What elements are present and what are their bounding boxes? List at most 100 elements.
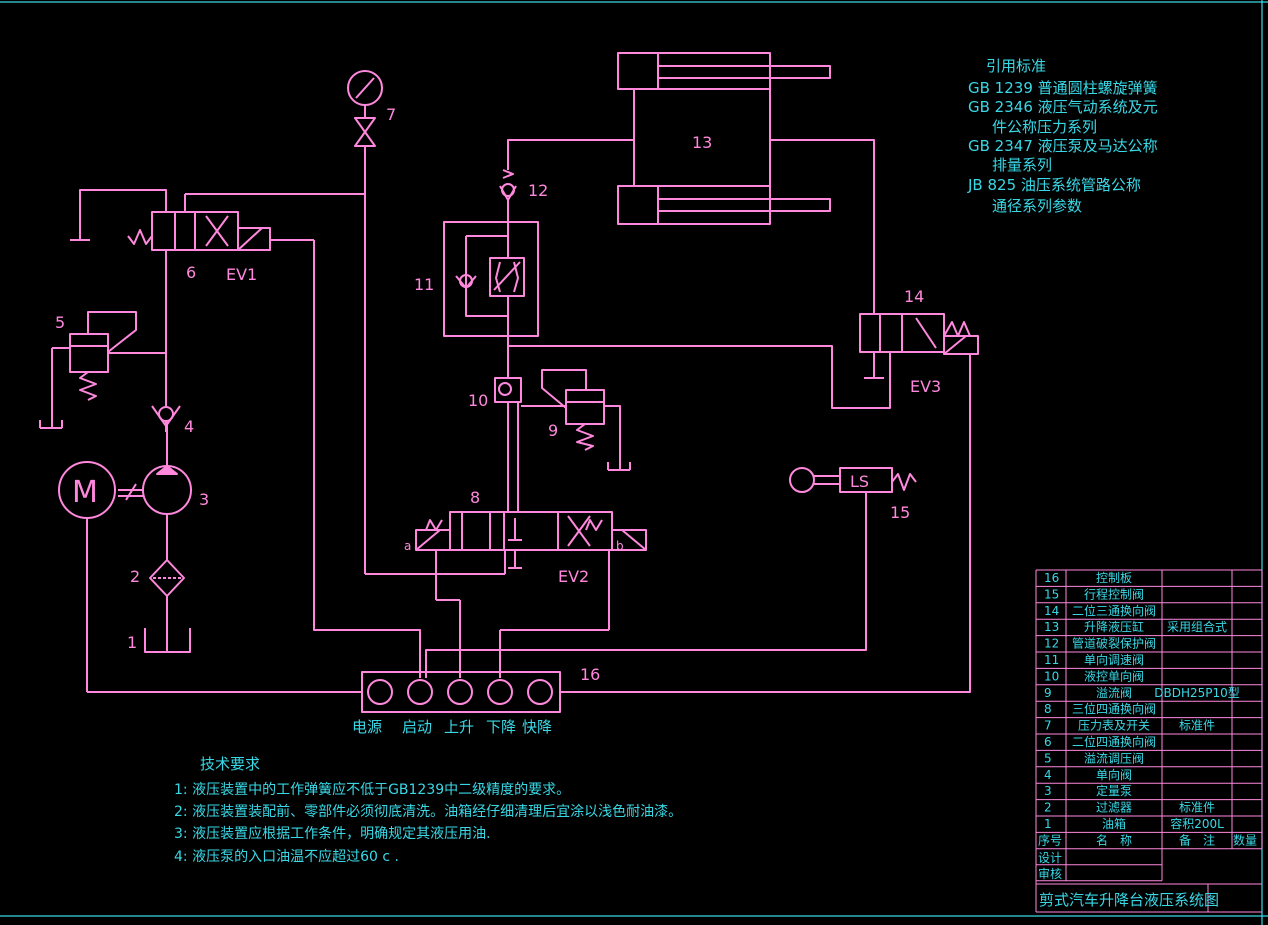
label-15: 15 [890,503,910,522]
label-motor: M [72,475,98,510]
control-panel-16 [361,671,561,713]
label-ev1: EV1 [226,265,257,284]
button-label-up: 上升 [444,718,474,736]
parts-row-name: 压力表及开关 [1078,719,1150,733]
standards-line: 排量系列 [992,156,1052,174]
label-13: 13 [692,133,712,152]
lift-cylinders-13 [617,52,875,314]
label-ev2: EV2 [558,567,589,586]
pump [118,420,192,515]
parts-row-note: 容积200L [1170,816,1224,831]
check-valve-4 [151,250,181,432]
sign-design: 设计 [1038,851,1062,865]
parts-row-name: 管道破裂保护阀 [1072,636,1156,651]
label-2: 2 [130,567,140,586]
parts-row-name: 溢流调压阀 [1084,751,1144,765]
drawing-title: 剪式汽车升降台液压系统图 [1039,891,1219,909]
label-12: 12 [528,181,548,200]
parts-row-no: 10 [1044,669,1059,683]
parts-row-note: 标准件 [1179,801,1215,815]
parts-row-note: 标准件 [1179,719,1215,733]
parts-row-no: 9 [1044,686,1052,700]
limit-switch-15 [425,467,917,678]
tech-title: 技术要求 [200,755,260,773]
parts-row-no: 13 [1044,620,1059,634]
label-7: 7 [386,105,396,124]
label-16: 16 [580,665,600,684]
label-14: 14 [904,287,924,306]
tech-line: 3: 液压装置应根据工作条件，明确规定其液压用油. [174,825,491,842]
label-11: 11 [414,275,434,294]
parts-row-name: 二位四通换向阀 [1072,734,1156,749]
valve-14-ev3 [508,313,979,693]
button-label-down: 下降 [486,718,516,736]
label-10: 10 [468,391,488,410]
circuit [39,52,979,713]
pipe-rupture-valve-12 [499,139,634,222]
tech-line: 1: 液压装置中的工作弹簧应不低于GB1239中二级精度的要求。 [174,781,570,798]
parts-header-no: 序号 [1038,832,1062,847]
parts-row-no: 8 [1044,702,1052,716]
parts-row-name: 定量泵 [1096,783,1132,798]
panel-button-labels: 电源 启动 上升 下降 快降 [352,718,552,736]
parts-row-no: 6 [1044,735,1052,749]
tech-requirements: 技术要求 1: 液压装置中的工作弹簧应不低于GB1239中二级精度的要求。 2:… [174,755,682,865]
label-port-a: a [404,539,411,553]
parts-header-qty: 数量 [1233,832,1257,847]
pilot-check-valve-10 [494,336,522,512]
parts-header-note: 备 注 [1179,832,1215,847]
motor [58,461,362,693]
valve-6-ev1 [70,189,421,678]
tech-line: 4: 液压泵的入口油温不应超过60 c . [174,848,399,865]
parts-row-name: 二位三通换向阀 [1072,603,1156,618]
parts-row-no: 14 [1044,604,1059,618]
standards-line: GB 1239 普通圆柱螺旋弹簧 [968,79,1158,97]
parts-row-name: 溢流阀 [1096,686,1132,700]
label-8: 8 [470,488,480,507]
parts-row-name: 控制板 [1096,571,1132,585]
label-1: 1 [127,633,137,652]
parts-row-name: 升降液压缸 [1084,619,1144,634]
parts-row-no: 4 [1044,768,1052,782]
parts-row-name: 三位四通换向阀 [1072,701,1156,716]
parts-row-name: 液控单向阀 [1084,668,1144,683]
parts-row-no: 12 [1044,637,1059,651]
standards-line: GB 2347 液压泵及马达公称 [968,137,1158,155]
standards-block: 引用标准 GB 1239 普通圆柱螺旋弹簧 GB 2346 液压气动系统及元 件… [967,57,1158,215]
parts-header-name: 名 称 [1096,832,1132,847]
label-ev3: EV3 [910,377,941,396]
flow-control-valve-11 [443,221,539,337]
parts-row-name: 行程控制阀 [1084,586,1144,601]
parts-row-name: 单向调速阀 [1084,652,1144,667]
tech-line: 2: 液压装置装配前、零部件必须彻底清洗。油箱经仔细清理后宜涂以浅色耐油漆。 [174,803,682,820]
parts-row-no: 7 [1044,719,1052,733]
label-4: 4 [184,417,194,436]
parts-row-no: 2 [1044,801,1052,815]
standards-line: 通径系列参数 [992,197,1082,215]
parts-row-name: 油箱 [1102,816,1126,831]
relief-valve-9 [521,369,631,471]
component-labels: 1 2 3 4 5 6 7 8 9 10 11 12 13 14 15 16 E… [55,105,941,684]
parts-row-no: 15 [1044,587,1059,601]
label-3: 3 [199,490,209,509]
label-port-b: b [616,539,624,553]
valve-8-ev2 [415,511,647,678]
relief-valve-5 [39,311,166,429]
button-label-power: 电源 [352,718,382,736]
button-label-quick-down: 快降 [522,718,552,736]
parts-row-no: 1 [1044,817,1052,831]
label-ls: LS [850,472,869,491]
standards-title: 引用标准 [986,57,1046,75]
label-6: 6 [186,263,196,282]
parts-row-no: 5 [1044,751,1052,765]
label-9: 9 [548,421,558,440]
label-5: 5 [55,313,65,332]
parts-row-name: 单向阀 [1096,767,1132,782]
standards-line: JB 825 油压系统管路公称 [967,176,1141,194]
parts-row-no: 16 [1044,571,1059,585]
button-label-start: 启动 [402,718,432,736]
standards-line: 件公称压力系列 [992,118,1097,136]
sign-review: 审核 [1038,866,1062,881]
